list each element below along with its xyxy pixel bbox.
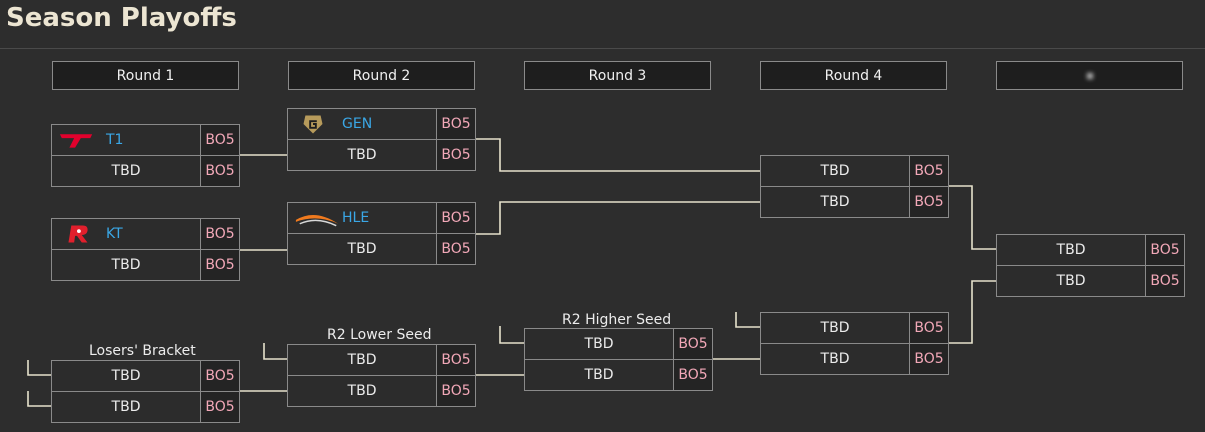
match-row[interactable]: TBD BO5 — [524, 328, 713, 360]
r2-lower-seed-label: R2 Lower Seed — [327, 327, 432, 343]
losers-bracket-label: Losers' Bracket — [89, 343, 196, 359]
gen-logo-icon — [303, 115, 323, 134]
series-format: BO5 — [673, 360, 712, 390]
match-row[interactable]: TBD BO5 — [287, 375, 476, 407]
connector-line — [735, 312, 760, 328]
hle-logo-icon — [295, 214, 339, 227]
team-name: TBD — [111, 399, 141, 415]
series-format: BO5 — [909, 156, 948, 186]
series-format: BO5 — [200, 250, 239, 280]
team-name: TBD — [347, 147, 377, 163]
match-row[interactable]: TBD BO5 — [996, 234, 1185, 266]
team-name: TBD — [111, 163, 141, 179]
page-title: Season Playoffs — [6, 3, 237, 33]
connector-line — [949, 280, 996, 344]
title-divider — [0, 48, 1205, 49]
team-name: T1 — [106, 132, 124, 148]
team-name: GEN — [342, 116, 373, 132]
team-name: KT — [106, 226, 123, 242]
series-format: BO5 — [436, 345, 475, 375]
connector-line — [949, 185, 996, 250]
series-format: BO5 — [200, 361, 239, 391]
match-row[interactable]: TBD BO5 — [760, 186, 949, 218]
t1-logo-icon — [59, 134, 93, 148]
match-row[interactable]: TBD BO5 — [760, 312, 949, 344]
series-format: BO5 — [909, 344, 948, 374]
team-name: TBD — [820, 163, 850, 179]
series-format: BO5 — [200, 156, 239, 186]
series-format: BO5 — [1145, 235, 1184, 265]
match-row[interactable]: TBD BO5 — [51, 360, 240, 392]
team-name: HLE — [342, 210, 370, 226]
r2-higher-seed-label: R2 Higher Seed — [562, 312, 672, 328]
team-name: TBD — [347, 241, 377, 257]
connector-line — [27, 391, 52, 407]
series-format: BO5 — [673, 329, 712, 359]
match-row[interactable]: TBD BO5 — [524, 359, 713, 391]
series-format: BO5 — [200, 219, 239, 249]
round-header-3: Round 3 — [524, 61, 711, 90]
series-format: BO5 — [436, 109, 475, 139]
series-format: BO5 — [436, 234, 475, 264]
series-format: BO5 — [909, 313, 948, 343]
team-name: TBD — [1056, 273, 1086, 289]
match-row[interactable]: TBD BO5 — [51, 391, 240, 423]
connector-line — [263, 343, 288, 360]
series-format: BO5 — [436, 203, 475, 233]
series-format: BO5 — [436, 140, 475, 170]
match-row[interactable]: TBD BO5 — [996, 265, 1185, 297]
match-row[interactable]: TBD BO5 — [287, 139, 476, 171]
match-row[interactable]: GEN BO5 — [287, 108, 476, 140]
match-row[interactable]: TBD BO5 — [287, 233, 476, 265]
team-name: TBD — [820, 194, 850, 210]
series-format: BO5 — [436, 376, 475, 406]
series-format: BO5 — [1145, 266, 1184, 296]
match-row[interactable]: T1 BO5 — [51, 124, 240, 156]
series-format: BO5 — [909, 187, 948, 217]
round-header-4: Round 4 — [760, 61, 947, 90]
match-row[interactable]: TBD BO5 — [760, 155, 949, 187]
match-row[interactable]: TBD BO5 — [51, 249, 240, 281]
team-name: TBD — [820, 320, 850, 336]
match-row[interactable]: HLE BO5 — [287, 202, 476, 234]
connector-line — [476, 201, 760, 235]
connector-line — [476, 138, 760, 172]
series-format: BO5 — [200, 392, 239, 422]
team-name: TBD — [111, 368, 141, 384]
obscured-label — [1086, 72, 1093, 79]
team-name: TBD — [820, 351, 850, 367]
round-header-5 — [996, 61, 1183, 90]
team-name: TBD — [1056, 242, 1086, 258]
match-row[interactable]: TBD BO5 — [760, 343, 949, 375]
match-row[interactable]: TBD BO5 — [51, 155, 240, 187]
round-header-2: Round 2 — [288, 61, 475, 90]
team-name: TBD — [584, 336, 614, 352]
connector-line — [27, 360, 52, 376]
round-header-1: Round 1 — [52, 61, 239, 90]
kt-logo-icon — [68, 225, 88, 243]
team-name: TBD — [584, 367, 614, 383]
team-name: TBD — [347, 383, 377, 399]
connector-line — [499, 326, 524, 344]
team-name: TBD — [111, 257, 141, 273]
match-row[interactable]: TBD BO5 — [287, 344, 476, 376]
match-row[interactable]: KT BO5 — [51, 218, 240, 250]
team-name: TBD — [347, 352, 377, 368]
series-format: BO5 — [200, 125, 239, 155]
